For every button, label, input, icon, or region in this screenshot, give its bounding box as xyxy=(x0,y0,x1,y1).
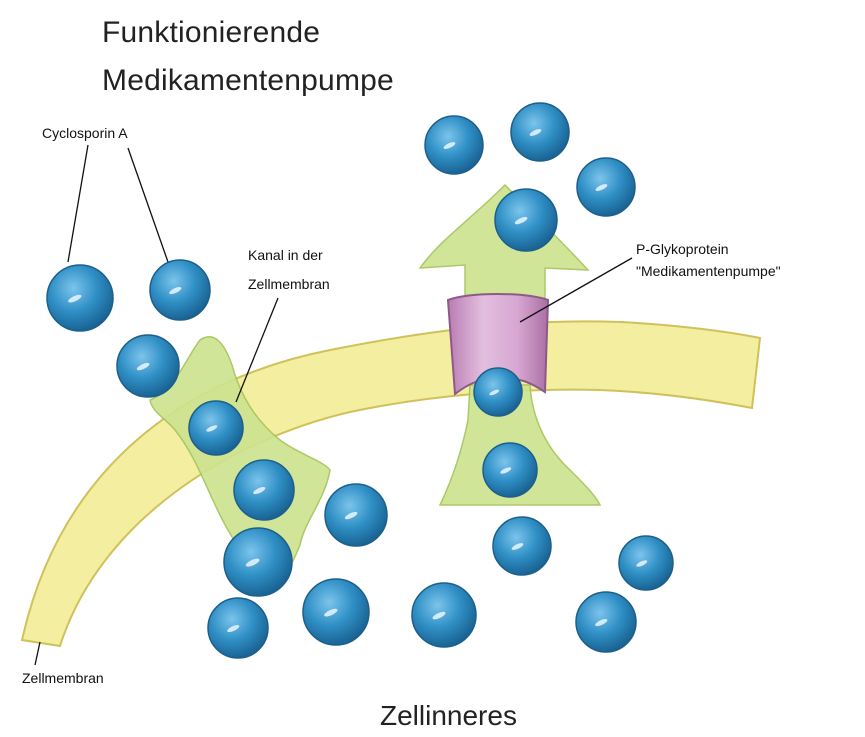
cyclosporin-pointer-right xyxy=(128,148,168,262)
label-membrane: Zellmembran xyxy=(22,669,104,687)
membrane-pointer xyxy=(35,642,40,665)
title-line-2: Medikamentenpumpe xyxy=(102,64,394,98)
label-channel-line1: Kanal in der xyxy=(248,246,323,264)
label-pump-line1: P-Glykoprotein xyxy=(636,240,729,258)
cyclosporin-pointer-left xyxy=(68,145,88,262)
label-cell-interior: Zellinneres xyxy=(380,700,517,732)
label-cyclosporin: Cyclosporin A xyxy=(42,124,128,142)
label-channel-line2: Zellmembran xyxy=(248,275,330,293)
title-line-1: Funktionierende xyxy=(102,16,320,50)
label-pump-line2: "Medikamentenpumpe" xyxy=(636,262,781,280)
